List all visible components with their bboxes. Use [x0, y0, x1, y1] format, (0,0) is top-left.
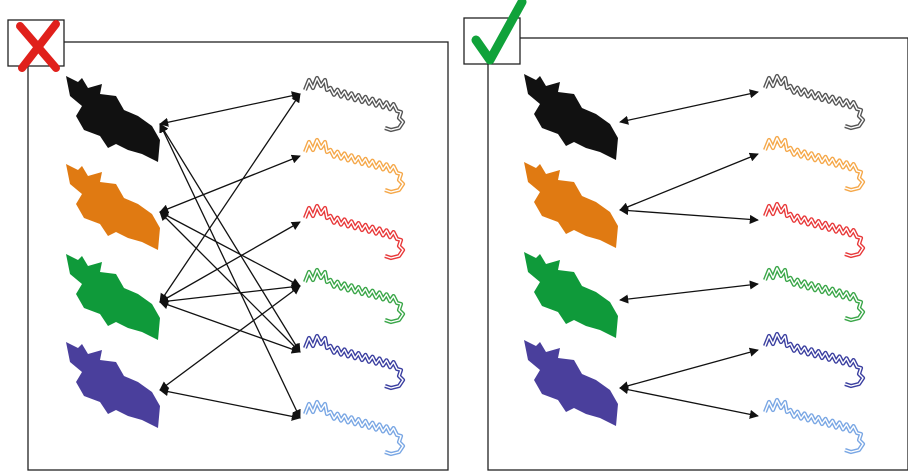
bat-icon: [524, 74, 618, 160]
match-arrow: [619, 206, 759, 224]
chain-icon-inner: [304, 205, 404, 259]
chain-icon-inner: [304, 77, 404, 131]
chain-icon-inner: [764, 399, 864, 453]
cross-mark-icon: [16, 20, 60, 72]
panel-correct: [463, 0, 908, 471]
chain-icon-inner: [764, 75, 864, 129]
check-mark-icon: [471, 0, 527, 65]
chain-icon-inner: [764, 203, 864, 257]
bat-icon: [66, 76, 160, 162]
chain-icon-inner: [304, 139, 404, 193]
chain-icon-inner: [304, 335, 404, 389]
match-arrow: [159, 285, 301, 391]
chain-icon-inner: [764, 137, 864, 191]
bat-icon: [66, 342, 160, 428]
chain-icon-inner: [764, 267, 864, 321]
bat-icon: [524, 162, 618, 248]
chain-icon-inner: [304, 269, 404, 323]
chain-icon-inner: [764, 333, 864, 387]
match-arrow: [619, 280, 759, 304]
match-arrow: [619, 89, 759, 125]
panel-wrong: [7, 19, 449, 471]
match-arrow: [619, 347, 759, 391]
bat-icon: [66, 164, 160, 250]
chain-icon-inner: [304, 401, 404, 455]
bat-icon: [524, 340, 618, 426]
match-arrow: [159, 387, 301, 421]
match-arrow: [619, 152, 759, 212]
bat-icon: [66, 254, 160, 340]
bat-icon: [524, 252, 618, 338]
match-arrow: [619, 385, 759, 419]
